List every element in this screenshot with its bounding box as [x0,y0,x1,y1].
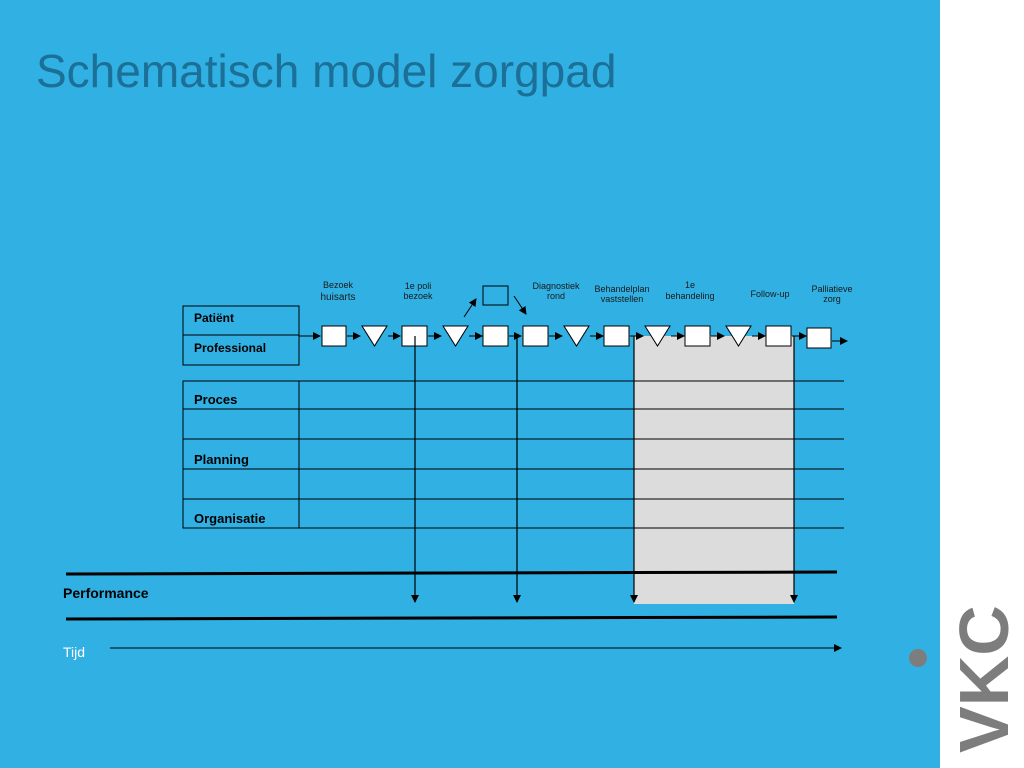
step-label-line2: behandeling [665,291,714,301]
step-label-line1: Behandelplan [594,284,649,294]
step-label-line1: Palliatieve [811,284,852,294]
step-labels: Bezoek huisarts 1e poli bezoek Diagnosti… [320,280,852,304]
process-step-box [482,325,509,347]
performance-arrows [411,336,798,603]
step-label-line1: 1e poli [405,281,432,291]
performance-band [65,570,838,621]
process-step-box [321,325,347,347]
process-step-box [603,325,630,347]
wait-triangle [442,325,469,347]
time-label: Tijd [63,644,85,660]
process-step-box [684,325,711,347]
process-step-box [806,327,832,349]
step-label-line2: rond [547,291,565,301]
row-label-professional: Professional [194,341,266,355]
step-label-line2: vaststellen [601,294,644,304]
step-label-line2: bezoek [403,291,433,301]
slide-title: Schematisch model zorgpad [36,45,617,97]
diagnostics-loop [463,285,527,318]
step-label-line1: Bezoek [323,280,354,290]
process-step-box [765,325,792,347]
step-label-line1: Diagnostiek [532,281,580,291]
process-step-box [522,325,549,347]
lanes-table: Proces Planning Organisatie [182,380,300,529]
wait-triangle [644,325,671,347]
logo-sidebar [940,0,1024,768]
patient-professional-table: Patiënt Professional [182,305,300,366]
row-label-patient: Patiënt [194,311,234,325]
step-label-line2: zorg [823,294,841,304]
step-label-line1: 1e [685,280,695,290]
care-path-diagram: Patiënt Professional Proces Planning Org… [63,280,853,660]
row-label-planning: Planning [194,452,249,467]
wait-triangle [725,325,752,347]
wait-triangle [563,325,590,347]
row-label-organisatie: Organisatie [194,511,266,526]
loop-box [482,285,509,306]
wait-triangle [361,325,388,347]
flow-line [299,332,848,345]
treatment-phase-shade [634,336,794,604]
row-label-proces: Proces [194,392,237,407]
lane-lines [299,380,844,529]
performance-label: Performance [63,585,149,601]
step-label-line2: huisarts [320,292,355,303]
step-label-line1: Follow-up [750,289,789,299]
